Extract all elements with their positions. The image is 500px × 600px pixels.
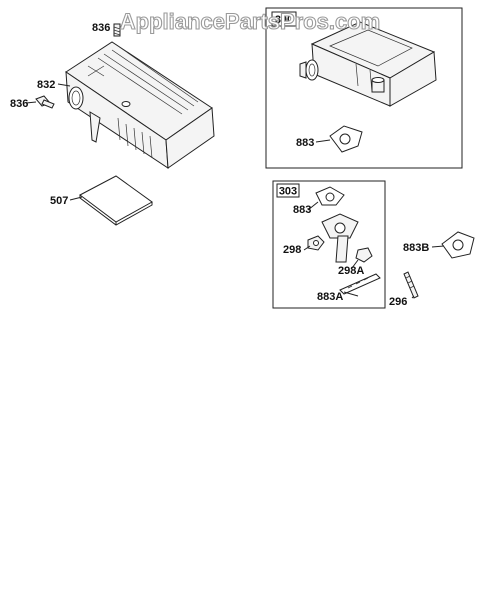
label-832: 832: [37, 79, 55, 91]
muffler-box: 300: [265, 7, 463, 169]
label-298: 298: [283, 244, 301, 256]
gasket-883B[interactable]: [441, 231, 475, 259]
screw-836-left[interactable]: [35, 95, 55, 109]
muffler-guard[interactable]: [65, 41, 215, 169]
label-298A: 298A: [338, 265, 364, 277]
kit-box-label: 303: [279, 186, 297, 198]
label-507: 507: [50, 195, 68, 207]
gasket-883A[interactable]: [339, 273, 381, 295]
leader-lines: [25, 83, 445, 299]
muffler-box-label: 300: [275, 14, 293, 26]
label-883B: 883B: [403, 242, 429, 254]
label-883-kit: 883: [293, 204, 311, 216]
gasket-507[interactable]: [79, 175, 153, 226]
stud-296[interactable]: [403, 271, 419, 299]
label-836: 836: [10, 98, 28, 110]
screw-836-top[interactable]: [113, 23, 121, 37]
gasket-883-kit[interactable]: [315, 186, 345, 206]
label-883A: 883A: [317, 291, 343, 303]
label-883-muffler: 883: [296, 137, 314, 149]
label-836-top: 836: [92, 22, 110, 34]
nut-298[interactable]: [307, 235, 325, 251]
muffler[interactable]: [299, 21, 437, 107]
nut-298A[interactable]: [355, 247, 373, 263]
watermark: AppliancePartsPros.com: [120, 9, 380, 34]
exhaust-elbow[interactable]: [321, 213, 359, 263]
gasket-883-muffler[interactable]: [329, 125, 363, 153]
label-296: 296: [389, 296, 407, 308]
kit-box: 303: [272, 180, 386, 309]
